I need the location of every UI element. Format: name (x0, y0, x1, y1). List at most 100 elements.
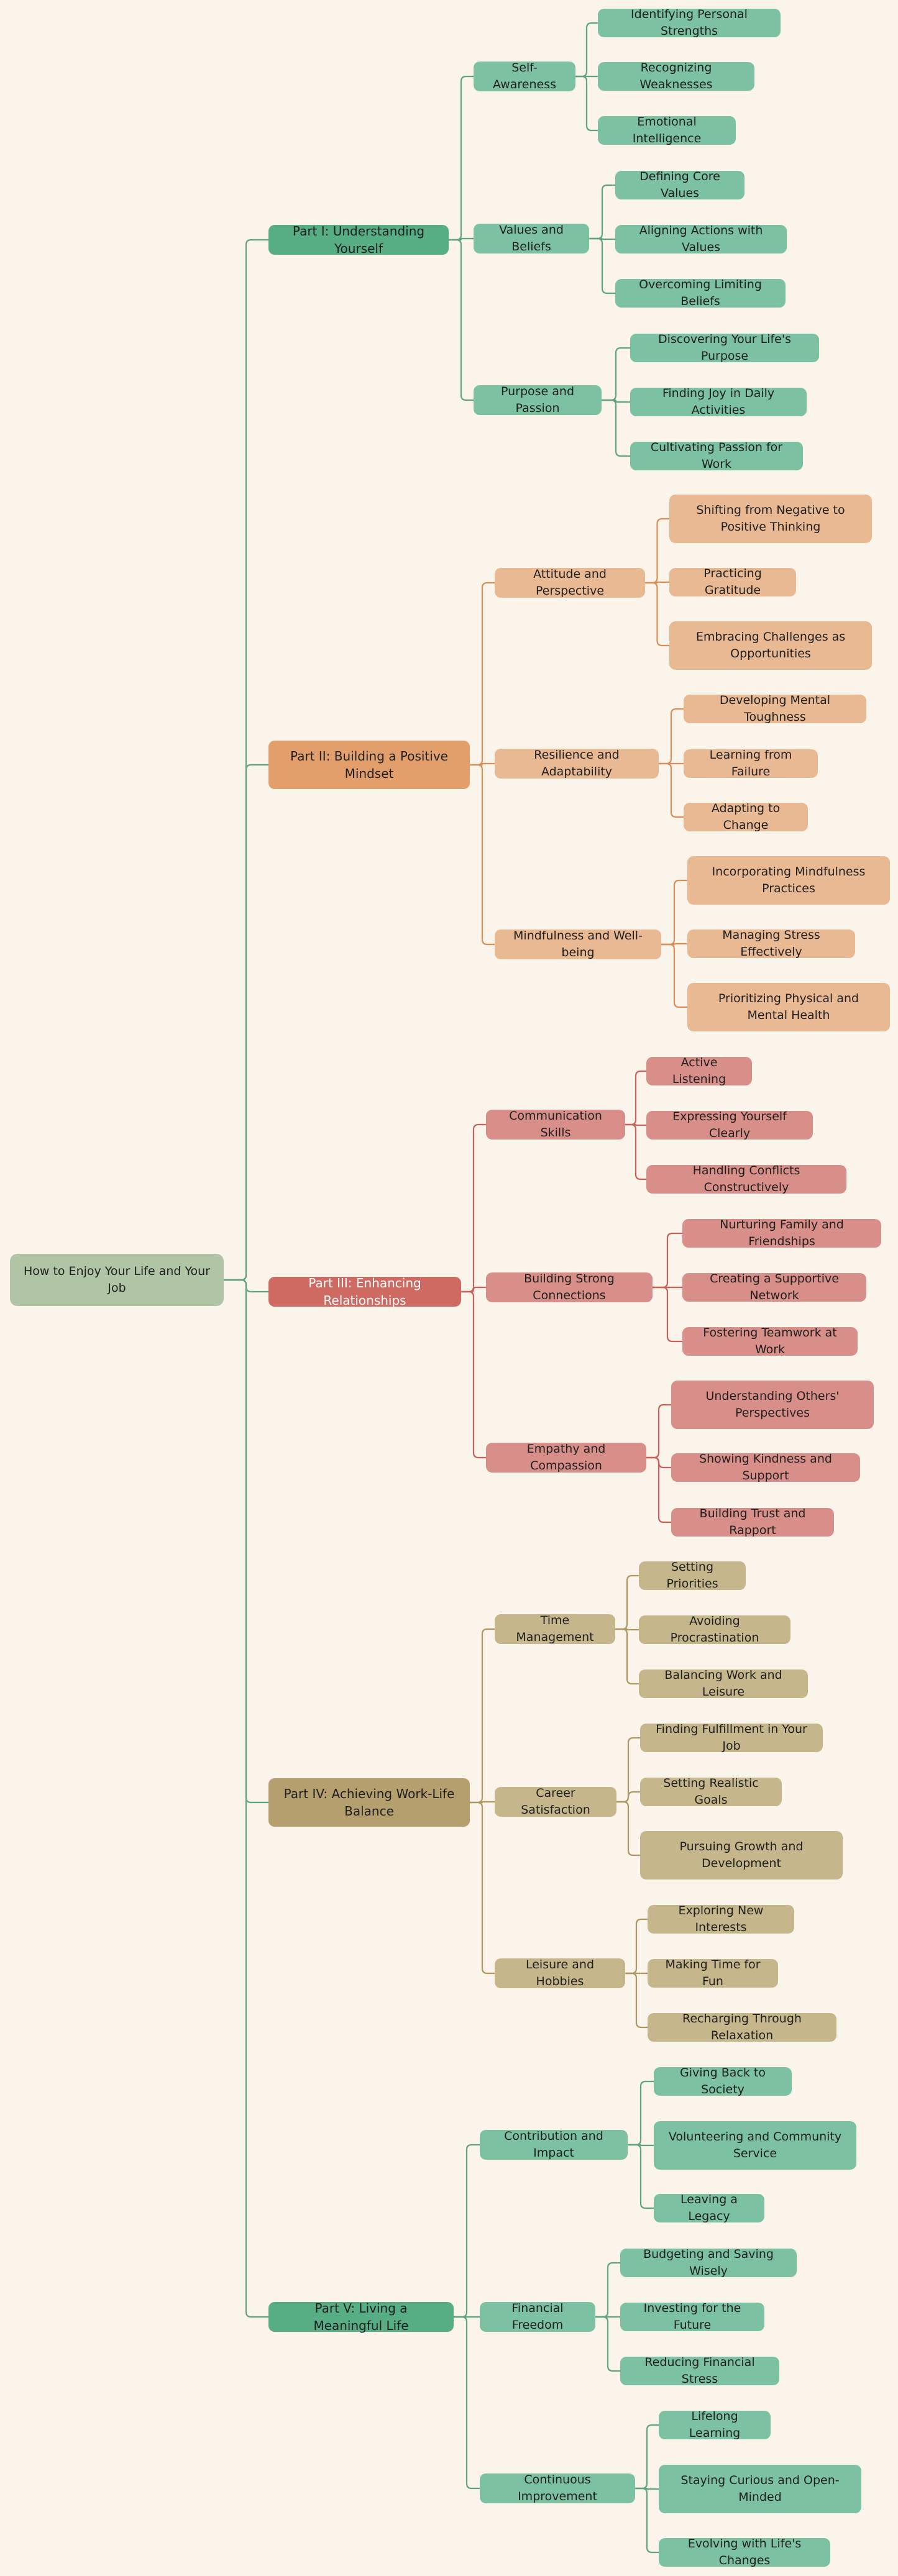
section-to-topic-connector (645, 518, 669, 584)
section-to-topic-connector (661, 943, 687, 1008)
section-node: Time Management (495, 1614, 615, 1644)
topic-node: Prioritizing Physical and Mental Health (687, 983, 890, 1031)
topic-node: Lifelong Learning (659, 2409, 771, 2440)
section-node: Contribution and Impact (480, 2129, 628, 2160)
section-to-topic-connector (625, 1123, 646, 1181)
topic-node: Volunteering and Community Service (654, 2121, 856, 2170)
part-node: Part II: Building a Positive Mindset (268, 741, 470, 789)
part-node: Part I: Understanding Yourself (268, 224, 449, 256)
section-node: Purpose and Passion (474, 385, 602, 415)
topic-node: Balancing Work and Leisure (639, 1668, 808, 1699)
part-node: Part IV: Achieving Work-Life Balance (268, 1778, 470, 1827)
topic-node: Aligning Actions with Values (615, 224, 787, 254)
topic-node: Active Listening (646, 1056, 752, 1086)
part-to-section-connector (454, 2144, 480, 2318)
section-node: Continuous Improvement (480, 2473, 635, 2503)
section-to-topic-connector (645, 582, 669, 647)
topic-node: Showing Kindness and Support (671, 1452, 860, 1482)
section-to-topic-connector (602, 347, 630, 401)
topic-node: Finding Joy in Daily Activities (630, 386, 807, 417)
part-node: Part V: Living a Meaningful Life (268, 2301, 454, 2333)
part-to-section-connector (470, 582, 495, 766)
section-to-topic-connector (628, 2080, 654, 2146)
part-to-section-connector (470, 1801, 495, 1975)
section-node: Building Strong Connections (486, 1272, 653, 1302)
section-to-topic-connector (625, 1972, 648, 2029)
topic-node: Evolving with Life's Changes (659, 2537, 830, 2567)
part-to-section-connector (461, 1123, 486, 1293)
topic-node: Fostering Teamwork at Work (682, 1326, 858, 1356)
section-to-topic-connector (653, 1286, 682, 1343)
topic-node: Pursuing Growth and Development (640, 1831, 843, 1879)
section-to-topic-connector (602, 399, 630, 403)
section-to-topic-connector (616, 1801, 640, 1857)
section-to-topic-connector (646, 1404, 671, 1459)
topic-node: Developing Mental Toughness (684, 693, 866, 724)
topic-node: Making Time for Fun (648, 1958, 778, 1988)
root-to-part-connector (224, 764, 268, 1281)
section-to-topic-connector (615, 1574, 639, 1630)
topic-node: Understanding Others' Perspectives (671, 1381, 874, 1429)
section-node: Leisure and Hobbies (495, 1958, 625, 1988)
section-to-topic-connector (595, 2262, 620, 2318)
section-node: Self-Awareness (474, 61, 575, 91)
section-to-topic-connector (575, 75, 598, 132)
topic-node: Discovering Your Life's Purpose (630, 332, 819, 363)
section-to-topic-connector (646, 1456, 671, 1523)
section-to-topic-connector (625, 1918, 648, 1975)
topic-node: Handling Conflicts Constructively (646, 1164, 846, 1194)
section-to-topic-connector (589, 237, 615, 295)
topic-node: Expressing Yourself Clearly (646, 1110, 813, 1140)
topic-node: Nurturing Family and Friendships (682, 1218, 881, 1248)
section-node: Empathy and Compassion (486, 1442, 646, 1473)
topic-node: Managing Stress Effectively (687, 928, 855, 959)
root-to-part-connector (224, 1279, 268, 2318)
section-to-topic-connector (635, 2487, 659, 2490)
topic-node: Staying Curious and Open-Minded (659, 2465, 861, 2513)
topic-node: Investing for the Future (620, 2301, 764, 2332)
topic-node: Shifting from Negative to Positive Think… (669, 495, 872, 543)
topic-node: Leaving a Legacy (654, 2193, 764, 2223)
section-node: Resilience and Adaptability (495, 748, 659, 779)
topic-node: Setting Priorities (639, 1560, 746, 1591)
part-to-section-connector (461, 1286, 486, 1293)
section-to-topic-connector (635, 2487, 659, 2554)
part-to-section-connector (454, 2316, 480, 2490)
topic-node: Embracing Challenges as Opportunities (669, 621, 872, 670)
topic-node: Identifying Personal Strengths (598, 7, 781, 38)
section-to-topic-connector (615, 1628, 639, 1631)
section-to-topic-connector (615, 1628, 639, 1685)
part-to-section-connector (449, 75, 474, 241)
section-to-topic-connector (575, 22, 598, 78)
section-node: Career Satisfaction (495, 1786, 616, 1817)
part-node: Part III: Enhancing Relationships (268, 1276, 461, 1308)
section-to-topic-connector (628, 2144, 654, 2209)
section-to-topic-connector (661, 879, 687, 946)
topic-node: Adapting to Change (684, 802, 808, 832)
section-to-topic-connector (659, 762, 684, 818)
topic-node: Recognizing Weaknesses (598, 61, 754, 91)
topic-node: Cultivating Passion for Work (630, 441, 803, 471)
part-to-section-connector (470, 764, 495, 946)
topic-node: Emotional Intelligence (598, 115, 736, 145)
topic-node: Avoiding Procrastination (639, 1614, 790, 1645)
topic-node: Budgeting and Saving Wisely (620, 2247, 797, 2278)
section-to-topic-connector (602, 399, 630, 457)
part-to-section-connector (461, 1290, 486, 1459)
topic-node: Reducing Financial Stress (620, 2355, 779, 2386)
topic-node: Practicing Gratitude (669, 567, 796, 597)
topic-node: Setting Realistic Goals (640, 1776, 782, 1807)
root-node: How to Enjoy Your Life and Your Job (10, 1254, 224, 1306)
topic-node: Exploring New Interests (648, 1904, 794, 1934)
section-node: Values and Beliefs (474, 223, 589, 253)
section-node: Financial Freedom (480, 2301, 595, 2332)
topic-node: Finding Fulfillment in Your Job (640, 1722, 823, 1753)
topic-node: Incorporating Mindfulness Practices (687, 856, 890, 905)
topic-node: Learning from Failure (684, 748, 818, 779)
section-node: Communication Skills (486, 1109, 625, 1140)
topic-node: Overcoming Limiting Beliefs (615, 278, 786, 308)
section-to-topic-connector (653, 1232, 682, 1289)
section-to-topic-connector (589, 184, 615, 240)
part-to-section-connector (470, 1628, 495, 1804)
